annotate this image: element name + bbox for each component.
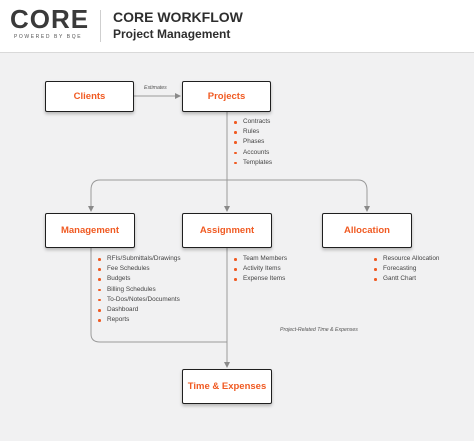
logo-tagline: POWERED BY BQE [14, 34, 83, 40]
node-label: Time & Expenses [187, 381, 267, 392]
list-item: Templates [234, 158, 272, 168]
list-item: Dashboard [98, 305, 181, 315]
node-projects: Projects [182, 81, 271, 112]
list-item: Contracts [234, 117, 272, 127]
node-assignment: Assignment [182, 213, 272, 248]
list-item: Reports [98, 315, 181, 325]
list-item: Expense Items [234, 274, 287, 284]
list-item: Forecasting [374, 264, 439, 274]
node-time-expenses: Time & Expenses [182, 369, 272, 404]
projects-list: Contracts Rules Phases Accounts Template… [234, 117, 272, 168]
list-item: Phases [234, 137, 272, 147]
page-subtitle: Project Management [113, 27, 231, 41]
list-item: Activity Items [234, 264, 287, 274]
logo-text: CORE [10, 4, 90, 34]
header: CORE POWERED BY BQE CORE WORKFLOW Projec… [0, 0, 474, 52]
core-logo: CORE [10, 4, 89, 35]
list-item: Rules [234, 127, 272, 137]
edge-management-down [90, 248, 227, 343]
node-allocation: Allocation [322, 213, 412, 248]
node-label: Clients [73, 91, 106, 102]
list-item: Gantt Chart [374, 274, 439, 284]
node-management: Management [45, 213, 135, 248]
node-label: Allocation [344, 225, 390, 236]
list-item: Budgets [98, 274, 181, 284]
edge-label-estimates: Estimates [144, 85, 167, 91]
node-label: Assignment [199, 225, 255, 236]
page-title: CORE WORKFLOW [113, 9, 243, 25]
list-item: Team Members [234, 254, 287, 264]
list-item: To-Dos/Notes/Documents [98, 295, 181, 305]
edge-branch-left [88, 179, 227, 212]
edge-branch-right [227, 179, 370, 212]
edge-label-project-related: Project-Related Time & Expenses [280, 327, 358, 333]
list-item: Resource Allocation [374, 254, 439, 264]
list-item: Fee Schedules [98, 264, 181, 274]
node-label: Management [60, 225, 120, 236]
allocation-list: Resource Allocation Forecasting Gantt Ch… [374, 254, 439, 285]
list-item: RFIs/Submittals/Drawings [98, 254, 181, 264]
header-divider [100, 10, 101, 42]
node-clients: Clients [45, 81, 134, 112]
management-list: RFIs/Submittals/Drawings Fee Schedules B… [98, 254, 181, 325]
list-item: Accounts [234, 148, 272, 158]
node-label: Projects [207, 91, 246, 102]
assignment-list: Team Members Activity Items Expense Item… [234, 254, 287, 285]
list-item: Billing Schedules [98, 285, 181, 295]
